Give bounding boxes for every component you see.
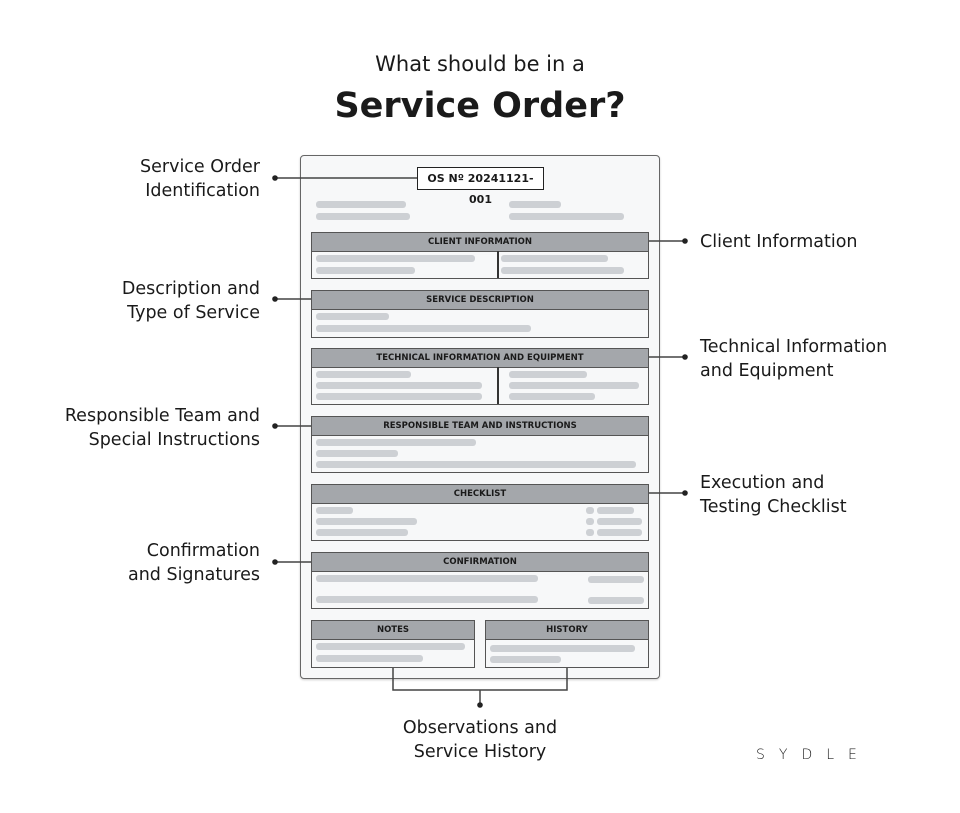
placeholder-line — [316, 518, 417, 525]
placeholder-line — [509, 213, 624, 220]
order-number-box: OS Nº 20241121-001 — [417, 167, 544, 206]
placeholder-line — [586, 518, 594, 525]
placeholder-line — [316, 575, 538, 582]
column-divider — [497, 367, 499, 404]
placeholder-line — [316, 267, 415, 274]
sydle-logo: SYDLE — [756, 747, 871, 763]
placeholder-line — [316, 596, 538, 603]
callout-client: Client Information — [700, 232, 858, 252]
section-header: SERVICE DESCRIPTION — [312, 291, 648, 310]
placeholder-line — [316, 201, 406, 208]
placeholder-line — [316, 461, 636, 468]
column-divider — [497, 251, 499, 278]
placeholder-line — [509, 393, 595, 400]
section-header: HISTORY — [486, 621, 648, 640]
placeholder-line — [316, 393, 482, 400]
placeholder-line — [316, 382, 482, 389]
section-header: CONFIRMATION — [312, 553, 648, 572]
placeholder-line — [316, 655, 423, 662]
placeholder-line — [501, 267, 624, 274]
placeholder-line — [316, 371, 411, 378]
placeholder-line — [316, 507, 353, 514]
section-header: CHECKLIST — [312, 485, 648, 504]
placeholder-line — [316, 255, 475, 262]
section-history: HISTORY — [485, 620, 649, 668]
placeholder-line — [597, 529, 642, 536]
placeholder-line — [588, 576, 644, 583]
placeholder-line — [316, 325, 531, 332]
section-header: RESPONSIBLE TEAM AND INSTRUCTIONS — [312, 417, 648, 436]
placeholder-line — [316, 450, 398, 457]
placeholder-line — [490, 645, 635, 652]
placeholder-line — [316, 529, 408, 536]
placeholder-line — [316, 313, 389, 320]
placeholder-line — [597, 518, 642, 525]
section-header: CLIENT INFORMATION — [312, 233, 648, 252]
placeholder-line — [509, 382, 639, 389]
placeholder-line — [316, 213, 410, 220]
placeholder-line — [501, 255, 608, 262]
section-header: TECHNICAL INFORMATION AND EQUIPMENT — [312, 349, 648, 368]
placeholder-line — [509, 371, 587, 378]
section-header: NOTES — [312, 621, 474, 640]
placeholder-line — [586, 529, 594, 536]
placeholder-line — [586, 507, 594, 514]
page-title: Service Order? — [334, 86, 626, 126]
placeholder-line — [316, 643, 465, 650]
placeholder-line — [490, 656, 561, 663]
placeholder-line — [316, 439, 476, 446]
subtitle: What should be in a — [375, 52, 585, 76]
placeholder-line — [597, 507, 634, 514]
placeholder-line — [509, 201, 561, 208]
placeholder-line — [588, 597, 644, 604]
